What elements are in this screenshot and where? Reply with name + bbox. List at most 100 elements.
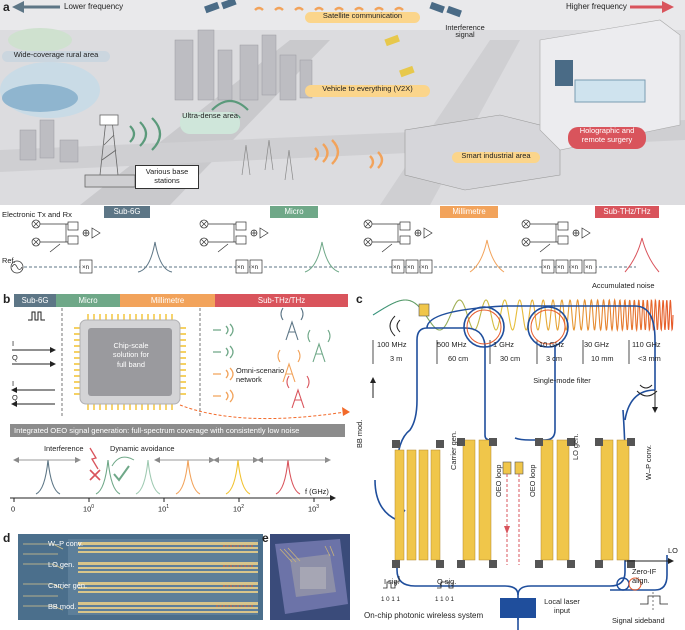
multiplier-label-3: ×n	[251, 264, 259, 271]
accumulated-noise-label: Accumulated noise	[592, 281, 655, 290]
chirp-waveform	[372, 298, 674, 333]
antenna-icons	[213, 323, 234, 403]
tick-label-2: 101	[158, 504, 170, 514]
rf-waves-orange	[254, 6, 404, 169]
band-millimetre-a: Millimetre	[440, 206, 498, 218]
freq-label-3: 10 GHz	[539, 340, 565, 349]
tick-label-3: 102	[233, 504, 245, 514]
multiplier-label-5: ×n	[407, 264, 415, 271]
chip-row-bb-mod: BB mod.	[48, 602, 77, 611]
tx-rx-label: Electronic Tx and Rx	[2, 210, 72, 219]
interference-signal-label: Interference signal	[445, 23, 485, 40]
ref-label: Ref.	[2, 256, 16, 265]
surgery-pill: Holographic and remote surgery	[568, 126, 646, 149]
panel-e-label: e	[262, 531, 269, 545]
io-label-q-in: Q	[12, 353, 18, 362]
panel-d-label: d	[3, 531, 11, 545]
electrode-wp-conv	[600, 439, 630, 561]
band-thz-b: Sub-THz/THz	[215, 294, 348, 307]
multiplier-label-7: ×n	[543, 264, 551, 271]
io-label-i-in: I	[12, 339, 15, 348]
tick-label-0: 0	[11, 504, 16, 514]
panel-b-label: b	[3, 292, 11, 306]
oeo-loop-label-2: OEO loop	[528, 464, 537, 497]
carrier-gen-label: Carrier gen.	[449, 430, 458, 470]
lo-gen-label: LO gen.	[571, 433, 580, 460]
multiplier-label-2: ×n	[237, 264, 245, 271]
oeo-loop-label-1: OEO loop	[494, 464, 503, 497]
panel-c-graphics	[370, 298, 674, 630]
ultra-dense-pill: Ultra-dense area	[180, 111, 240, 134]
freq-label-1: 500 MHz	[437, 340, 467, 349]
rural-area-pill: Wide-coverage rural area	[2, 50, 110, 62]
wavelength-label-1: 60 cm	[448, 354, 469, 363]
freq-label-5: 110 GHz	[632, 340, 661, 349]
freq-label-4: 30 GHz	[584, 340, 610, 349]
dynamic-avoidance-label: Dynamic avoidance	[110, 444, 175, 453]
panel-e-package-photo	[270, 534, 350, 620]
electrode-lo-gen	[540, 439, 570, 561]
q-bits-label: 1 1 0 1	[435, 596, 454, 603]
band-thz-a: Sub-THz/THz	[595, 206, 659, 218]
io-label-q-out: Q	[12, 393, 18, 402]
axis-label-f: f (GHz)	[305, 487, 329, 496]
panel-a-label: a	[3, 0, 10, 14]
base-station-tower	[84, 114, 136, 188]
interference-label: Interference	[44, 444, 84, 453]
multiplier-label-8: ×n	[557, 264, 565, 271]
q-sig-label: Q sig.	[437, 577, 457, 586]
freq-label-0: 100 MHz	[377, 340, 407, 349]
band-sub6g-a: Sub-6G	[104, 206, 150, 218]
io-label-i-out: I	[12, 379, 15, 388]
bb-mod-label: BB mod.	[355, 419, 364, 448]
industrial-area-pill: Smart industrial area	[452, 151, 540, 163]
i-sig-label: I sig.	[384, 577, 400, 586]
chip-row-carrier-gen: Carrier gen.	[48, 581, 88, 590]
multiplier-label-10: ×n	[585, 264, 593, 271]
multiplier-label-9: ×n	[571, 264, 579, 271]
lower-frequency-label: Lower frequency	[64, 2, 124, 11]
band-micro-b: Micro	[56, 294, 120, 307]
tick-label-1: 100	[83, 504, 95, 514]
local-laser-block	[500, 598, 536, 618]
i-bits-label: 1 0 1 1	[381, 596, 400, 603]
band-sub6g-b: Sub-6G	[14, 294, 56, 307]
chip-solution-label: Chip-scale solution for full band	[112, 341, 150, 369]
lo-label: LO	[668, 546, 678, 555]
chip-pins	[74, 314, 186, 410]
spectrum-thz	[624, 237, 660, 273]
multiplier-label-6: ×n	[421, 264, 429, 271]
freq-label-2: 1 GHz	[493, 340, 514, 349]
tick-label-4: 103	[308, 504, 320, 514]
band-micro-a: Micro	[270, 206, 318, 218]
electrode-bb-mod	[394, 449, 441, 561]
zero-if-label: Zero-IF align.	[632, 567, 657, 585]
spectrum-millimetre	[469, 239, 505, 273]
wavelength-label-4: 10 mm	[591, 354, 614, 363]
v2x-pill: Vehicle to everything (V2X)	[305, 84, 430, 97]
chip-row-wp-conv: W–P conv.	[48, 539, 84, 548]
omni-network-label: Omni-scenario network	[236, 366, 285, 384]
wavelength-label-2: 30 cm	[500, 354, 521, 363]
ring-filter-left	[463, 306, 505, 348]
multiplier-label-4: ×n	[393, 264, 401, 271]
single-mode-filter-label: Single-mode filter	[533, 376, 591, 385]
tx-rx-chain	[10, 219, 660, 274]
spectrum-sub6g	[137, 241, 173, 273]
city-buildings	[19, 29, 313, 163]
panel-a-illustration	[0, 0, 685, 205]
wavelength-label-5: <3 mm	[638, 354, 661, 363]
electrode-carrier-gen	[462, 439, 492, 561]
base-stations-label: Various base stations	[135, 165, 199, 189]
wp-conv-label: W–P conv.	[644, 444, 653, 480]
integrated-title: Integrated OEO signal generation: full-s…	[14, 426, 300, 435]
local-laser-label: Local laser input	[544, 597, 580, 615]
panel-b-graphics	[10, 307, 350, 502]
ring-filter-right	[527, 306, 569, 348]
higher-frequency-label: Higher frequency	[566, 2, 627, 11]
satellite-communication-pill: Satellite communication	[305, 11, 420, 23]
chip-row-lo-gen: LO gen.	[48, 560, 75, 569]
spectrum-micro	[304, 241, 340, 273]
on-chip-label: On-chip photonic wireless system	[364, 611, 484, 620]
satellite-icon	[204, 0, 462, 18]
